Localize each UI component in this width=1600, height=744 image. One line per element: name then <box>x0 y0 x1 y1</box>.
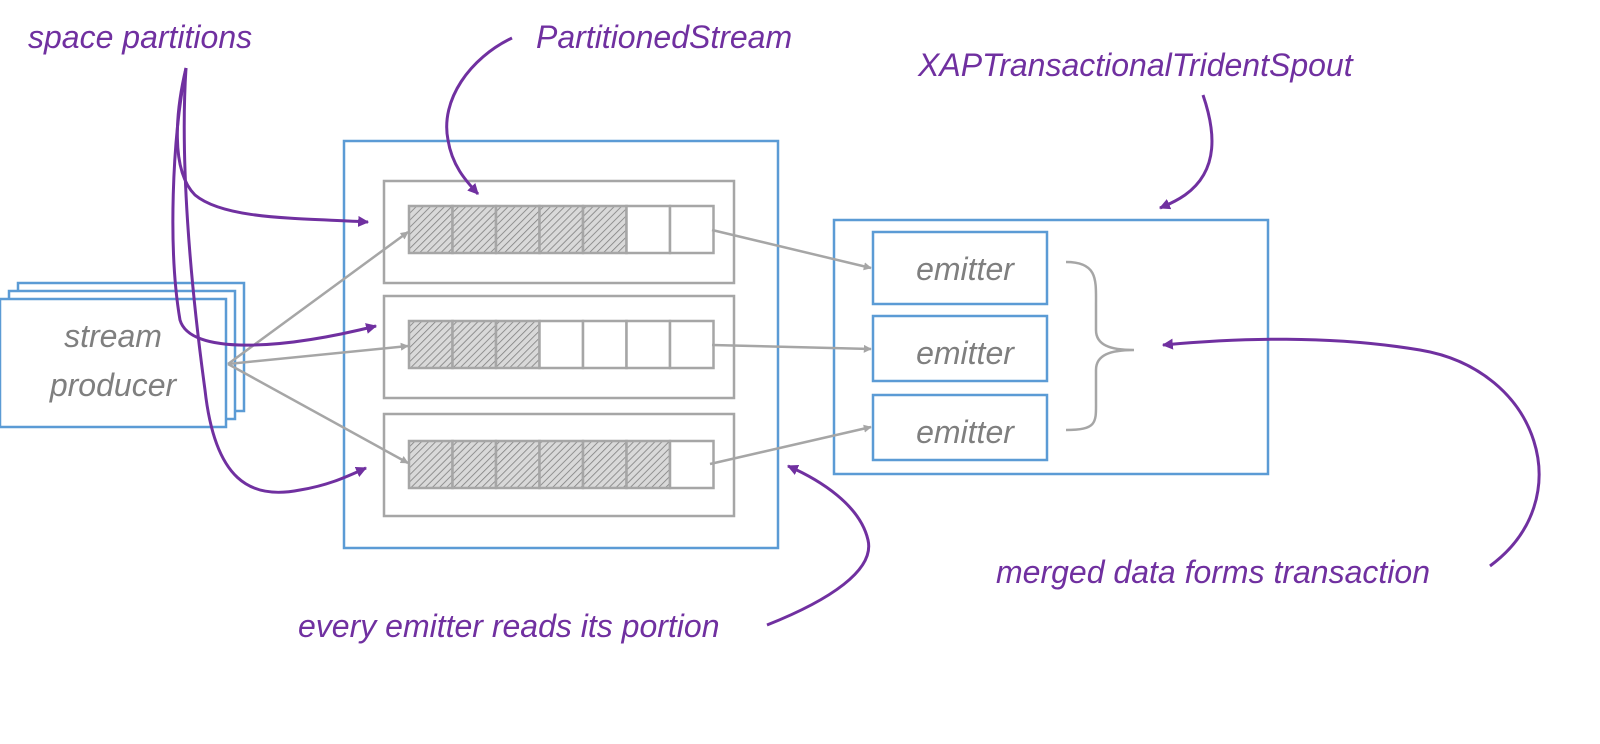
partition-2 <box>382 294 736 400</box>
filled-cell <box>581 439 628 490</box>
filled-cell <box>538 439 585 490</box>
stream-producer: stream producer <box>0 281 246 429</box>
producer-label-line1: stream <box>64 318 162 354</box>
empty-cell <box>581 319 628 370</box>
partitioned-stream-label: PartitionedStream <box>536 19 792 55</box>
filled-cell <box>494 319 541 370</box>
emitter-label: emitter <box>916 414 1015 450</box>
partitioned-stream-box <box>342 139 780 550</box>
emitter-label: emitter <box>916 251 1015 287</box>
emitter-label: emitter <box>916 335 1015 371</box>
every-emitter-label: every emitter reads its portion <box>298 608 720 644</box>
empty-cell <box>668 439 715 490</box>
empty-cell <box>668 319 715 370</box>
filled-cell <box>451 204 498 255</box>
filled-cell <box>451 439 498 490</box>
emitter-2: emitter <box>871 314 1049 383</box>
empty-cell <box>668 204 715 255</box>
merge-brace <box>1065 260 1135 432</box>
filled-cell <box>538 204 585 255</box>
filled-cell <box>451 319 498 370</box>
filled-cell <box>494 204 541 255</box>
producer-to-partition-arrows <box>227 230 409 465</box>
callout-arrows <box>171 36 1541 627</box>
empty-cell <box>625 319 672 370</box>
partition-cells <box>407 204 715 255</box>
filled-cell <box>407 204 454 255</box>
partition-1 <box>382 179 736 285</box>
merged-transaction-label: merged data forms transaction <box>996 554 1430 590</box>
partition-3 <box>382 412 736 518</box>
filled-cell <box>494 439 541 490</box>
partition-cells <box>407 319 715 370</box>
partition-cells <box>407 439 715 490</box>
filled-cell <box>407 319 454 370</box>
filled-cell <box>581 204 628 255</box>
emitter-3: emitter <box>871 393 1049 462</box>
producer-label-line2: producer <box>49 367 178 403</box>
filled-cell <box>407 439 454 490</box>
empty-cell <box>538 319 585 370</box>
empty-cell <box>625 204 672 255</box>
space-partitions-label: space partitions <box>28 19 252 55</box>
emitter-1: emitter <box>871 230 1049 306</box>
trident-spout-label: XAPTransactionalTridentSpout <box>917 47 1354 83</box>
partition-to-emitter-arrows <box>709 228 872 466</box>
filled-cell <box>625 439 672 490</box>
